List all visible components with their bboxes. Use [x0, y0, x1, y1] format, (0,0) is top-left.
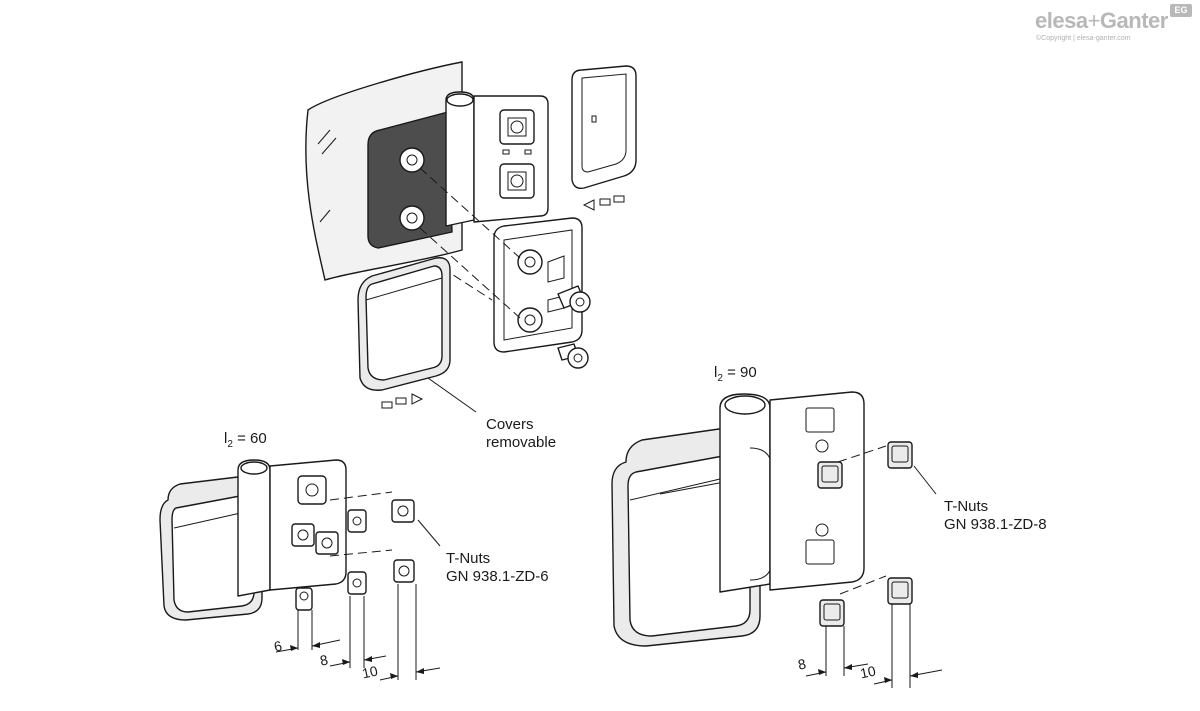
logo-badge: EG — [1170, 4, 1192, 17]
dim-small-10: 10 — [360, 662, 380, 682]
covers-label-line1: Covers — [486, 416, 534, 433]
l2-small-sub: 2 — [227, 439, 233, 450]
tnuts-small-line2: GN 938.1-ZD-6 — [446, 568, 549, 585]
tnuts-large-line2: GN 938.1-ZD-8 — [944, 516, 1047, 533]
logo-plus: + — [1087, 8, 1101, 33]
logo-brand1: elesa — [1035, 8, 1088, 33]
covers-label-line2: removable — [486, 434, 557, 451]
tnuts-small-line1: T-Nuts — [446, 550, 491, 567]
brand-logo: elesa+Ganter — [1035, 8, 1168, 34]
l2-small-value: = 60 — [237, 430, 267, 447]
l2-small-label: l2 = 60 — [224, 430, 267, 450]
hinge-large — [611, 391, 943, 688]
copyright-text: ©Copyright | elesa-ganter.com — [1036, 35, 1131, 42]
hinge-small — [159, 459, 441, 681]
l2-large-letter: l — [714, 364, 718, 381]
l2-large-sub: 2 — [717, 373, 723, 384]
tnuts-large-line1: T-Nuts — [944, 498, 989, 515]
l2-large-label: l2 = 90 — [714, 364, 757, 384]
l2-small-letter: l — [224, 430, 228, 447]
l2-large-value: = 90 — [727, 364, 757, 381]
exploded-hinge-assembly — [305, 61, 637, 413]
logo-brand2: Ganter — [1099, 8, 1168, 33]
dim-large-10: 10 — [858, 662, 878, 682]
